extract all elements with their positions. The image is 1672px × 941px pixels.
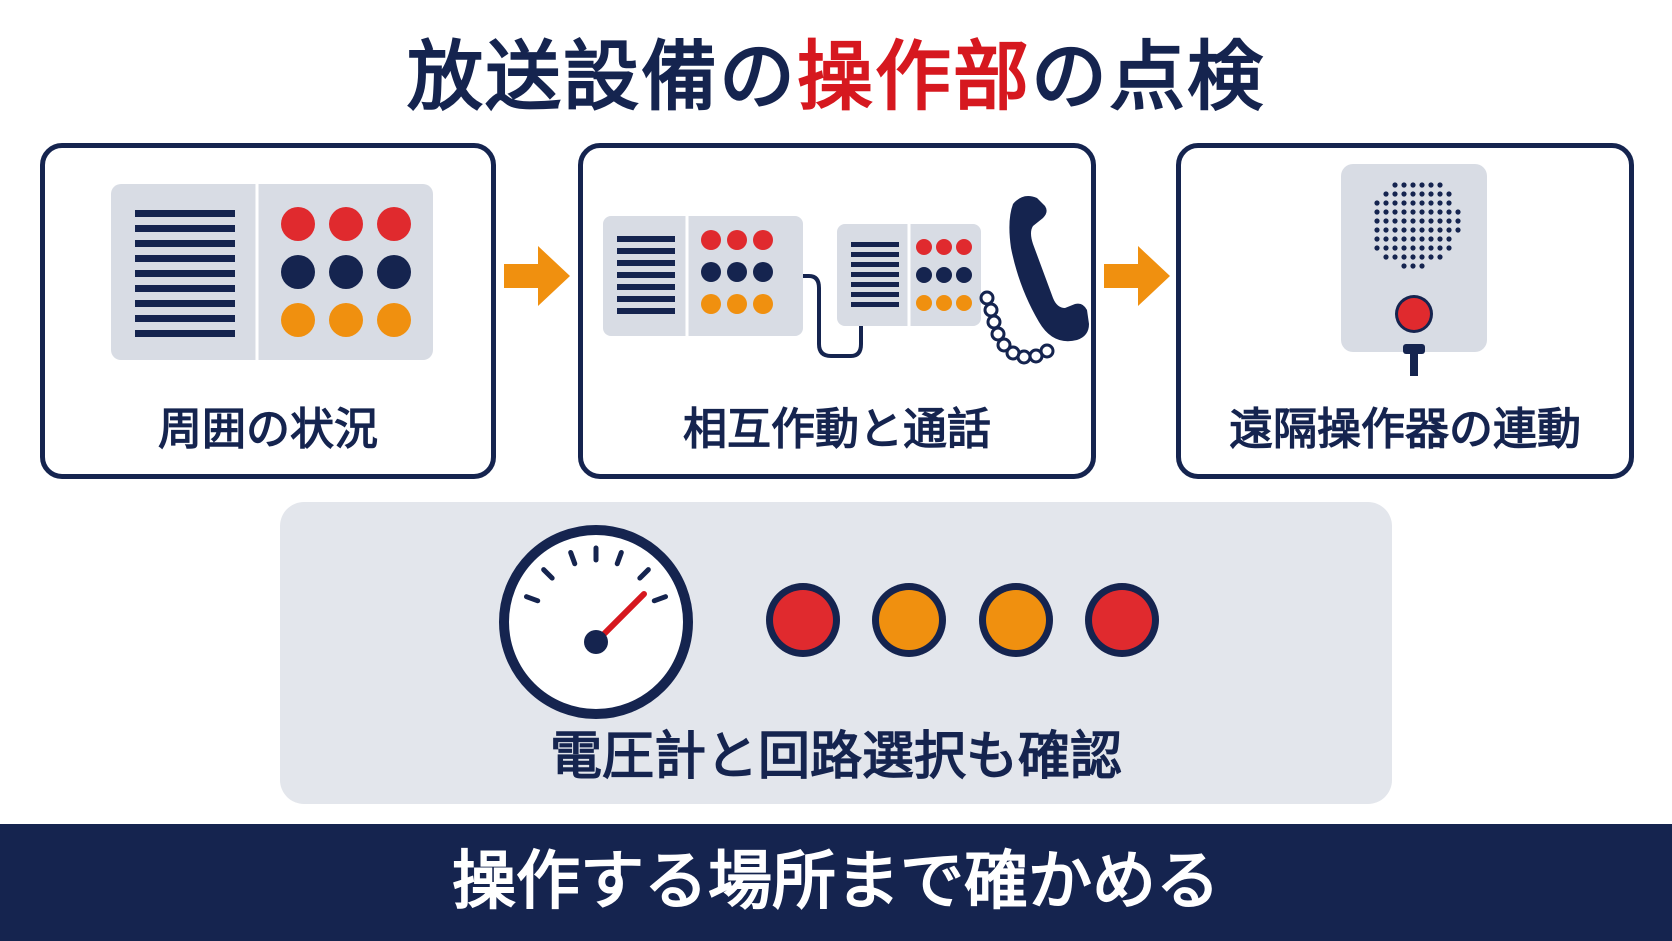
summary-banner-text: 操作する場所まで確かめる [452,845,1220,919]
indicator-light-3-lamp [986,590,1046,650]
step-card-interlock-call: 相互作動と通話 [578,143,1096,479]
title-part-1: 放送設備の [407,32,797,121]
control-panel-icon [111,184,433,360]
interlinked-panels-telephone-icon [603,196,1089,365]
title-highlight: 操作部 [797,32,1031,121]
arrow-right-icon [1104,246,1170,306]
indicator-light-2-lamp [879,590,939,650]
step-label-interlock-call: 相互作動と通話 [683,404,991,455]
step-card-surroundings: 周囲の状況 [40,143,496,479]
voltmeter-gauge-icon [499,525,1159,719]
remote-speaker-unit-icon [1341,164,1487,376]
page-title: 放送設備の操作部の点検 [0,22,1672,132]
summary-banner: 操作する場所まで確かめる [0,824,1672,941]
check-label: 電圧計と回路選択も確認 [549,727,1122,787]
step-label-remote-interlock: 遠隔操作器の連動 [1229,404,1581,455]
step-card-remote-interlock: 遠隔操作器の連動 [1176,143,1634,479]
voltmeter-circuit-check-panel: 電圧計と回路選択も確認 [280,502,1392,804]
step-label-surroundings: 周囲の状況 [158,404,378,455]
arrow-right-icon [504,246,570,306]
indicator-light-4-lamp [1092,590,1152,650]
indicator-light-1-lamp [773,590,833,650]
title-part-2: の点検 [1031,32,1265,121]
